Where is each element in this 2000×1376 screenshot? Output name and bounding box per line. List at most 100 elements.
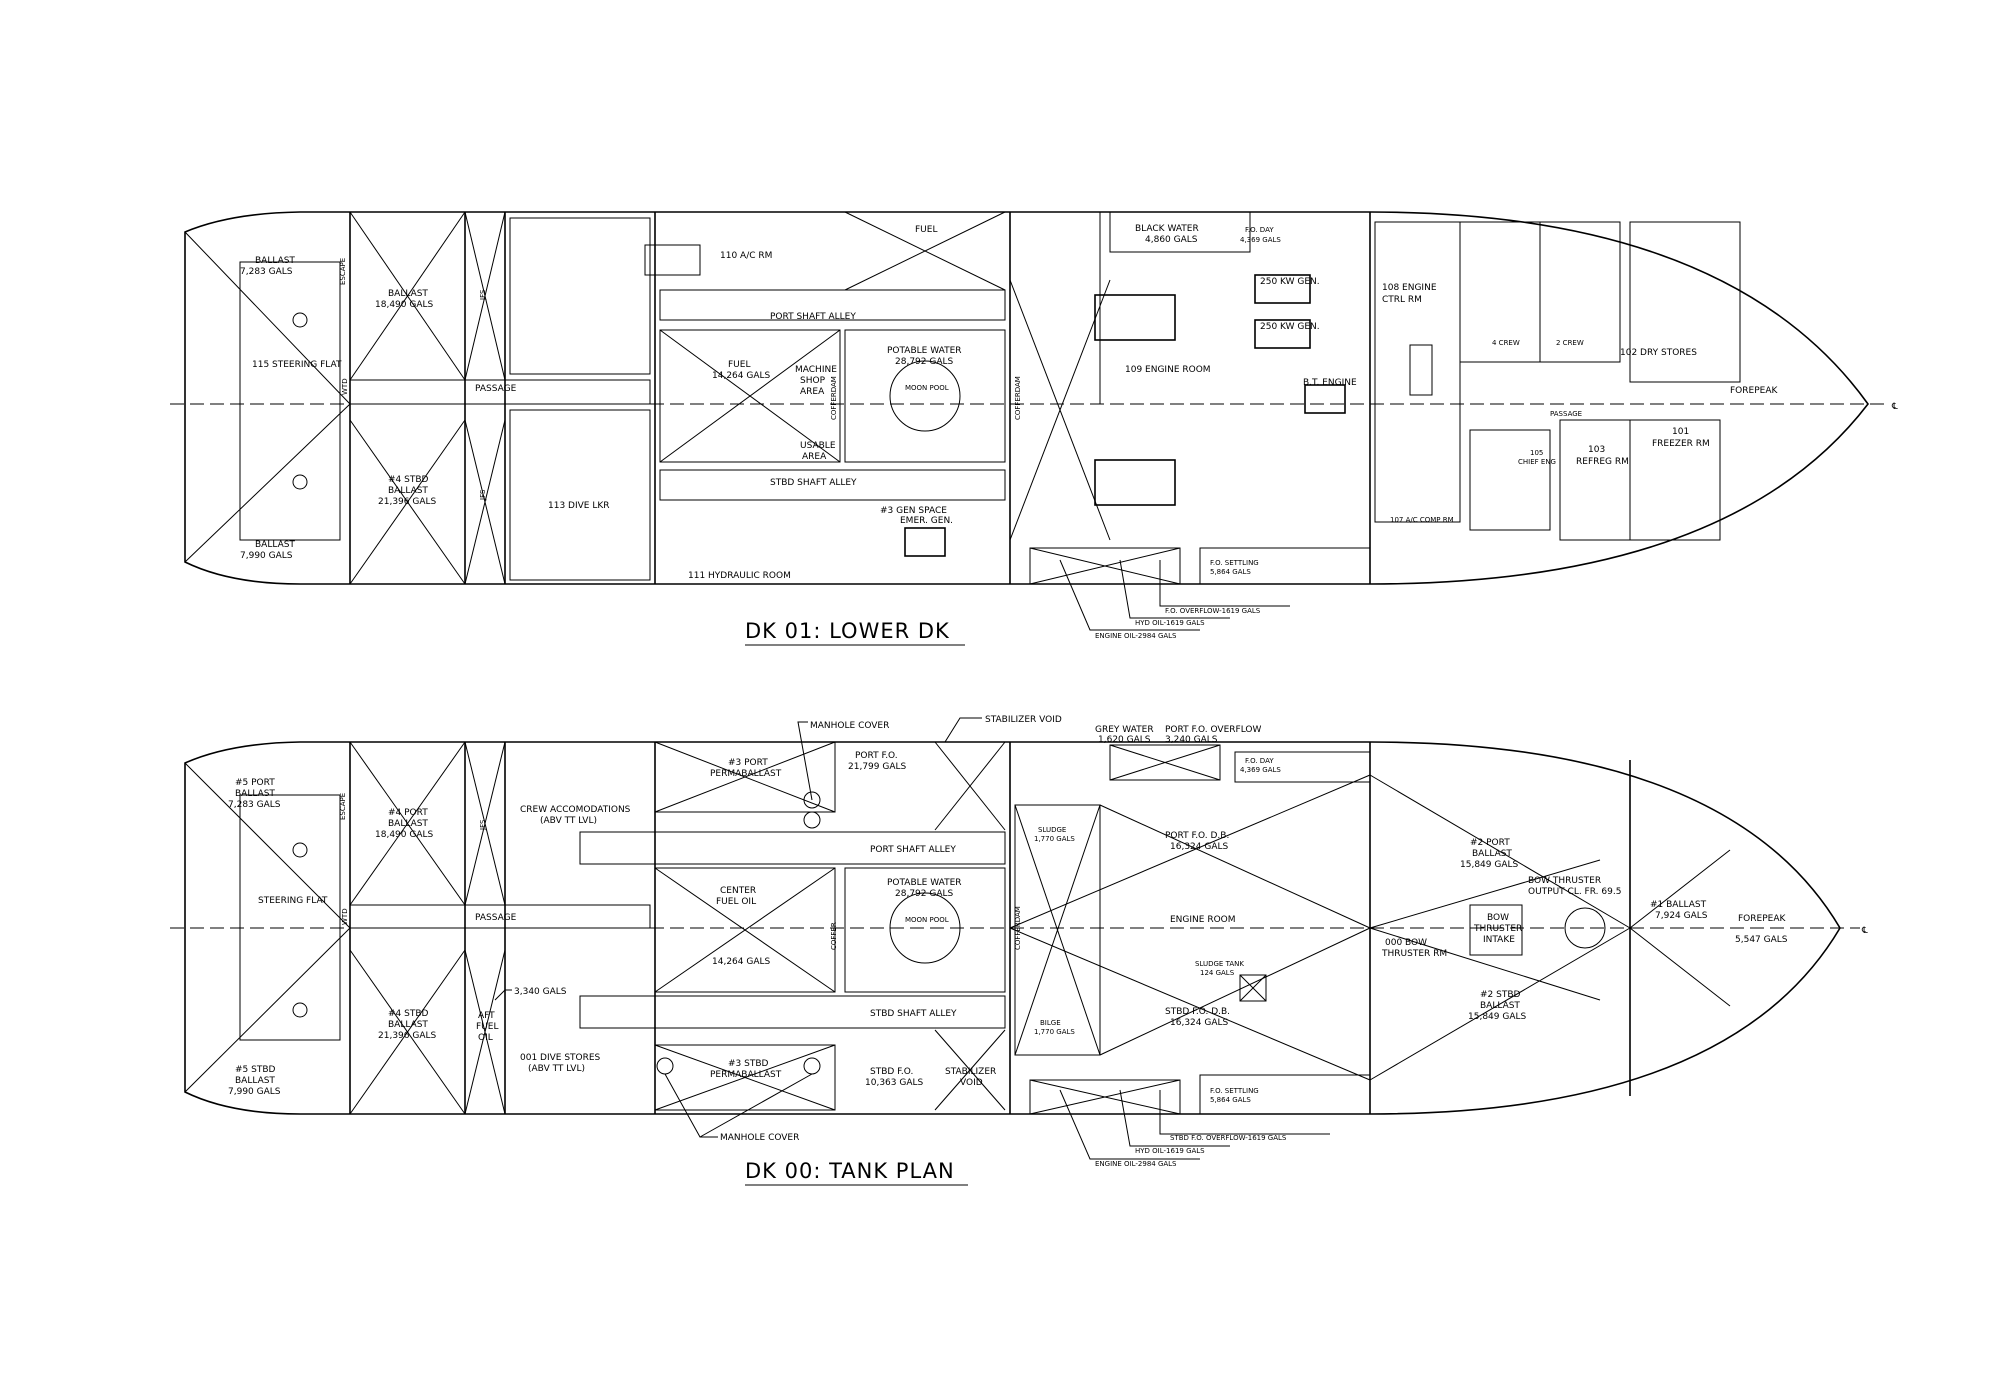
label: #3 GEN SPACE [880, 506, 947, 516]
label: PORT F.O. D.B. [1165, 831, 1229, 841]
label: BALLAST [1472, 849, 1512, 859]
label: #1 BALLAST [1650, 900, 1707, 910]
tank-box [1199, 1074, 1371, 1115]
room-box [659, 289, 1006, 321]
label: 103 [1588, 445, 1605, 455]
label: COFFERDAM [1014, 376, 1022, 420]
label: BALLAST [235, 1076, 275, 1086]
room-box [1029, 547, 1181, 585]
tank-diagonal [654, 741, 836, 813]
tank-diagonal [464, 741, 506, 906]
label: 3,340 GALS [514, 987, 567, 997]
stair-icon [644, 244, 701, 276]
label: 110 A/C RM [720, 251, 772, 261]
label: 21,799 GALS [848, 762, 906, 772]
target-mark [292, 474, 308, 490]
generator-icon [1094, 459, 1176, 506]
label: ENGINE ROOM [1170, 915, 1236, 925]
label: FOREPEAK [1730, 386, 1778, 396]
label: 4,860 GALS [1145, 235, 1198, 245]
label: REFREG RM [1576, 457, 1629, 467]
label: 7,924 GALS [1655, 911, 1708, 921]
tank-diagonal [1239, 974, 1267, 1002]
manhole-cover [803, 791, 821, 809]
label: POTABLE WATER [887, 878, 962, 888]
label: PASSAGE [475, 913, 517, 923]
label: PERMABALLAST [710, 769, 782, 779]
label: ESCAPE [339, 258, 347, 285]
label: 3,240 GALS [1165, 735, 1218, 745]
tank-diagonal [1369, 927, 1631, 1081]
label: 105 [1530, 449, 1543, 457]
room-box [509, 217, 651, 375]
generator-icon [1254, 274, 1311, 304]
shaft-alley [579, 995, 1006, 1029]
label: FUEL [728, 360, 750, 370]
label: BLACK WATER [1135, 224, 1199, 234]
tank-diagonal [184, 403, 351, 563]
label: 16,324 GALS [1170, 1018, 1228, 1028]
label: 14,264 GALS [712, 371, 770, 381]
tank-diagonal [184, 927, 351, 1093]
tank-plan: ℄ [170, 715, 1868, 1186]
tank-diagonal [659, 329, 841, 463]
shaft-alley [579, 831, 1006, 865]
leader-line [944, 717, 982, 743]
generator-icon [904, 527, 946, 557]
label: JFS [479, 819, 487, 831]
label: PERMABALLAST [710, 1070, 782, 1080]
label: PORT F.O. OVERFLOW [1165, 725, 1261, 735]
tank-diagonal [1099, 927, 1371, 1056]
room-box [1199, 547, 1371, 585]
label: 107 A/C COMP RM [1390, 516, 1454, 524]
label: ENGINE OIL-2984 GALS [1095, 1160, 1177, 1168]
label: JFS [479, 289, 487, 301]
tank-diagonal [1369, 927, 1601, 1001]
lower-deck-plan: ℄ [170, 211, 1898, 646]
tank-box [654, 867, 836, 993]
label: FREEZER RM [1652, 439, 1710, 449]
tank-diagonal [1099, 804, 1371, 929]
label: THRUSTER [1473, 924, 1522, 934]
label: ESCAPE [339, 793, 347, 820]
tank-diagonal [1109, 744, 1221, 781]
moon-pool [889, 892, 961, 964]
tank-diagonal [464, 211, 506, 381]
label: COFFERDAM [830, 376, 838, 420]
label: 102 DRY STORES [1620, 348, 1697, 358]
tank-diagonal [464, 949, 506, 1115]
tank-diagonal [1014, 804, 1101, 1056]
label: #4 PORT [388, 808, 428, 818]
label: PORT SHAFT ALLEY [770, 312, 856, 322]
label: 15,849 GALS [1460, 860, 1518, 870]
label: BALLAST [255, 540, 295, 550]
label: STBD SHAFT ALLEY [870, 1009, 957, 1019]
label: 28,792 GALS [895, 889, 953, 899]
label: 18,490 GALS [375, 830, 433, 840]
label: FUEL [476, 1022, 498, 1032]
lower-deck-cl-symbol: ℄ [1891, 402, 1898, 412]
label: 101 [1672, 427, 1689, 437]
leader-line [699, 1073, 813, 1138]
label: 111 HYDRAULIC ROOM [688, 571, 791, 581]
label: FUEL [915, 225, 937, 235]
label: MOON POOL [905, 384, 949, 392]
label: 001 DIVE STORES [520, 1053, 601, 1063]
lower-deck-title: DK 01: LOWER DK [745, 619, 950, 643]
label: PASSAGE [475, 384, 517, 394]
label: 250 KW GEN. [1260, 277, 1320, 287]
tank-diagonal [1029, 547, 1181, 585]
tank-diagonal [654, 867, 836, 993]
label: 124 GALS [1200, 969, 1235, 977]
room-box [1469, 429, 1551, 531]
label: BALLAST [388, 289, 428, 299]
label: 1,620 GALS [1098, 735, 1151, 745]
label: OIL [478, 1033, 493, 1043]
tank-box [654, 741, 836, 813]
bow-thruster-box [1469, 904, 1523, 956]
room-box [1374, 221, 1461, 523]
target-mark [292, 312, 308, 328]
label: #5 STBD [235, 1065, 276, 1075]
tank-diagonal [1369, 859, 1601, 929]
label: F.O. SETTLING [1210, 1087, 1259, 1095]
